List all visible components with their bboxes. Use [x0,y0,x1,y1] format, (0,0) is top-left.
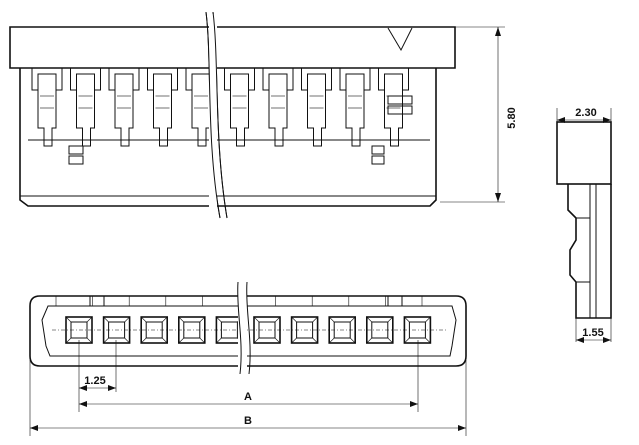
front-slot [108,68,140,147]
front-slot [378,68,409,147]
contact-cavity [290,316,319,344]
contact-cavity [403,316,432,344]
front-slot [147,68,178,147]
front-slot [224,68,255,147]
side-width-label: 2.30 [575,107,596,119]
side-thickness-label: 1.55 [582,327,603,339]
contact-cavity [178,316,206,344]
dimension-b-label: B [244,415,252,427]
height-dimension-label: 5.80 [506,107,518,128]
pitch-dimension-label: 1.25 [84,375,105,387]
front-slot [262,68,294,147]
front-slot [339,68,371,147]
front-slots [31,68,409,147]
contact-cavity [253,316,281,344]
dimension-a-label: A [244,391,252,403]
side-view: 2.30 1.55 [556,107,612,343]
front-slot [70,68,101,147]
bottom-tabs [55,295,423,307]
front-slot [301,68,332,147]
front-slot [31,68,63,147]
front-view: 5.80 [9,11,518,219]
bottom-view: 1.25 A B [29,281,467,436]
